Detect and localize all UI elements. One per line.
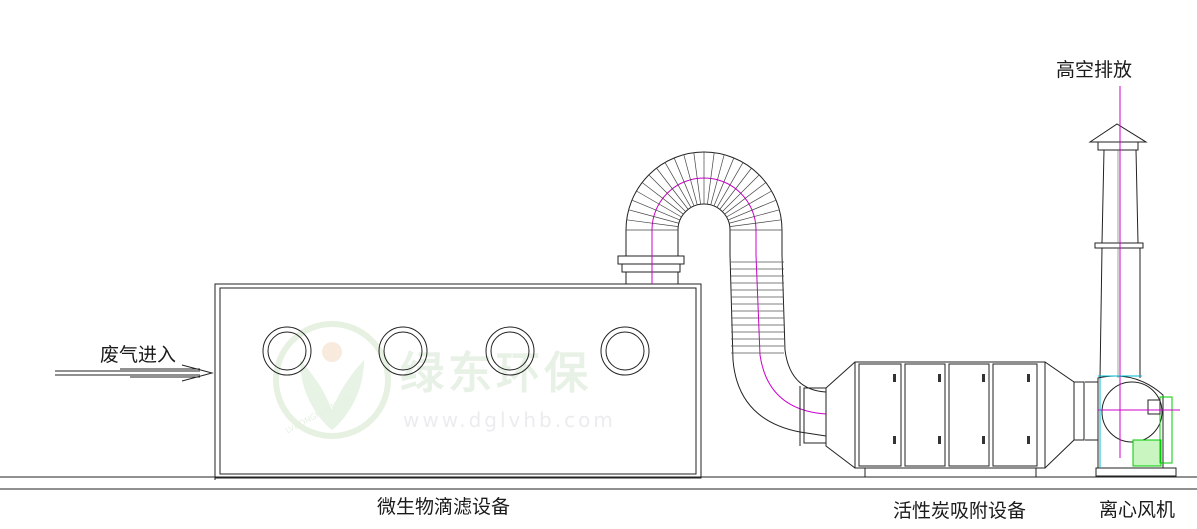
- flex-duct: [729, 254, 827, 446]
- fan-label: 离心风机: [1099, 499, 1175, 521]
- fan-and-stack: [1085, 123, 1177, 477]
- watermark-apple-icon: [322, 342, 342, 362]
- biofilter-portholes: [262, 326, 650, 376]
- exhaust-label: 高空排放: [1056, 59, 1132, 81]
- biofilter-outlet: [617, 255, 685, 284]
- carbon-unit: [825, 361, 1085, 477]
- watermark: 绿东环保 www.dglvhb.com LVDONGHUANBAO: [273, 321, 616, 439]
- inlet-arrow: [55, 364, 214, 382]
- fan-cyan-outline: [1098, 375, 1142, 468]
- gooseneck-duct: [625, 151, 783, 256]
- biofilter-unit: [214, 283, 702, 480]
- watermark-url: www.dglvhb.com: [403, 408, 616, 432]
- biofilter-label: 微生物滴滤设备: [377, 496, 510, 518]
- inlet-label: 废气进入: [100, 344, 176, 366]
- ground-line: [0, 476, 1197, 490]
- stack-axis: [1098, 86, 1180, 458]
- carbon-label: 活性炭吸附设备: [893, 500, 1026, 522]
- watermark-leaf-icon: [300, 360, 364, 430]
- watermark-logo-ring: [273, 321, 391, 439]
- watermark-brand: 绿东环保: [400, 348, 592, 399]
